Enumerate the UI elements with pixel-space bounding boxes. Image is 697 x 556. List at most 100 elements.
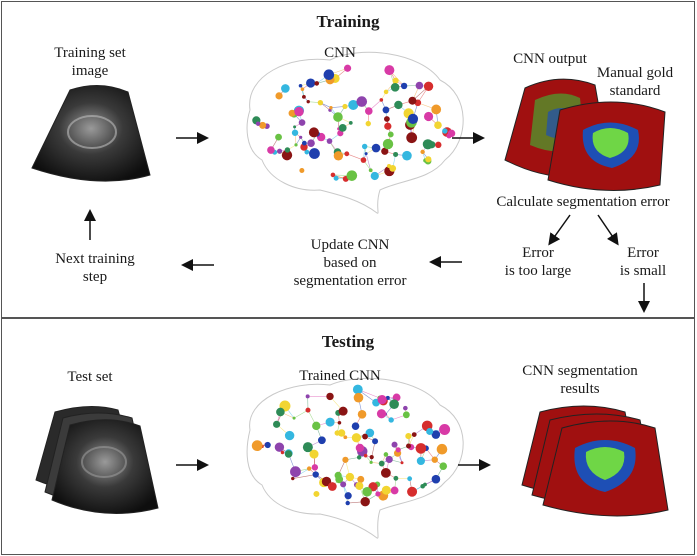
network-node — [426, 427, 434, 435]
network-node — [281, 84, 290, 93]
network-node — [370, 171, 379, 181]
network-node — [385, 455, 393, 464]
network-node — [362, 433, 368, 440]
error-too-large-label: Error is too large — [504, 245, 572, 279]
network-node — [288, 109, 296, 117]
network-edge — [293, 409, 309, 419]
network-node — [423, 81, 434, 92]
network-node — [346, 170, 358, 181]
network-node — [353, 392, 364, 403]
trained-cnn-label: Trained CNN — [299, 368, 381, 384]
network-node — [363, 453, 368, 458]
error-small-label: Error is small — [619, 245, 667, 279]
cnn-segmentation-results-label: CNN segmentation results — [522, 363, 638, 397]
network-node — [381, 485, 391, 495]
network-node — [360, 157, 367, 163]
network-node — [405, 432, 412, 440]
network-node — [365, 120, 371, 127]
network-node — [334, 471, 342, 479]
manual-gold-standard-mask — [547, 101, 666, 191]
network-node — [400, 461, 404, 465]
network-node — [309, 148, 320, 159]
network-node — [306, 99, 310, 104]
network-node — [356, 96, 368, 107]
test-set-label: Test set — [67, 369, 113, 385]
network-edge — [292, 474, 316, 479]
network-node — [431, 456, 438, 463]
network-node — [392, 393, 401, 402]
network-node — [422, 139, 433, 150]
network-node — [333, 175, 339, 181]
network-node — [345, 472, 355, 482]
network-node — [369, 454, 374, 460]
network-node — [371, 143, 381, 153]
network-node — [361, 143, 368, 150]
testing-title: Testing — [321, 332, 375, 351]
network-node — [330, 172, 336, 178]
network-node — [415, 443, 427, 454]
network-node — [326, 392, 334, 401]
network-node — [338, 406, 348, 416]
network-node — [423, 482, 427, 487]
network-node — [364, 152, 368, 156]
network-node — [301, 140, 307, 146]
network-node — [390, 83, 400, 92]
network-node — [284, 430, 295, 441]
network-node — [343, 64, 352, 72]
network-node — [389, 399, 399, 409]
cnn-network-graphic — [246, 51, 464, 214]
network-node — [436, 443, 448, 455]
network-node — [377, 395, 387, 405]
network-node — [309, 449, 319, 459]
network-node — [300, 143, 308, 151]
network-node — [281, 149, 293, 161]
flow-arrows — [84, 132, 650, 471]
network-node — [344, 151, 350, 157]
network-node — [407, 486, 418, 497]
network-node — [425, 156, 432, 163]
calculate-error-label: Calculate segmentation error — [496, 194, 670, 210]
network-node — [378, 460, 385, 467]
network-node — [431, 474, 441, 484]
network-node — [384, 122, 392, 130]
network-node — [333, 112, 343, 122]
network-node — [368, 168, 373, 173]
network-node — [372, 438, 379, 445]
network-node — [280, 450, 285, 455]
network-node — [323, 69, 335, 81]
network-node — [435, 141, 442, 149]
network-node — [311, 464, 319, 471]
network-node — [407, 476, 413, 482]
network-node — [383, 89, 389, 95]
network-node — [355, 443, 365, 453]
network-node — [403, 405, 408, 411]
network-node — [384, 65, 395, 76]
network-node — [360, 496, 370, 507]
network-node — [276, 407, 285, 417]
network-node — [291, 476, 295, 481]
network-node — [381, 467, 391, 478]
network-node — [442, 128, 448, 134]
network-edge — [365, 153, 371, 171]
network-node — [369, 460, 373, 464]
network-node — [275, 133, 282, 141]
training-ultrasound-image — [31, 85, 151, 182]
network-node — [305, 394, 310, 399]
network-node — [393, 151, 399, 157]
training-panel — [1, 1, 695, 318]
network-node — [420, 149, 425, 155]
network-node — [431, 104, 442, 115]
training-title: Training — [316, 12, 380, 31]
training-set-label: Training set image — [54, 45, 126, 79]
network-node — [408, 96, 417, 105]
network-node — [416, 456, 425, 466]
network-node — [391, 441, 398, 448]
network-edge — [300, 85, 305, 97]
network-node — [291, 129, 299, 136]
network-node — [305, 407, 311, 413]
network-node — [299, 135, 303, 139]
network-node — [274, 442, 285, 452]
network-node — [338, 123, 347, 132]
network-node — [273, 420, 281, 428]
